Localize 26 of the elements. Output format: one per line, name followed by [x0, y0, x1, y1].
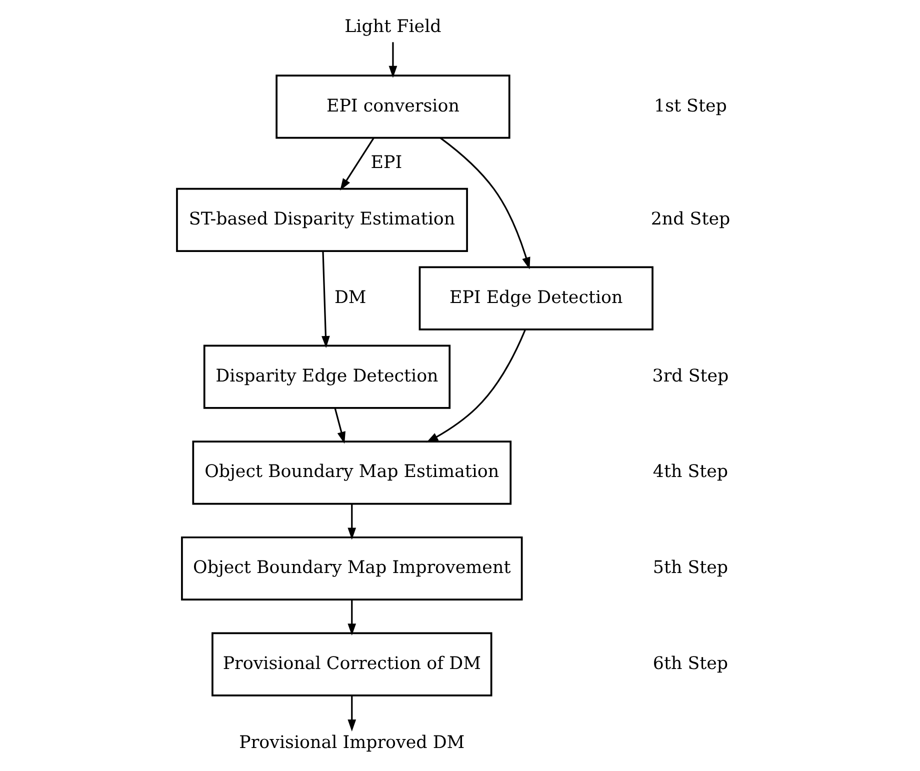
node-box: Provisional Correction of DM — [211, 632, 492, 696]
arrow — [388, 42, 397, 78]
label: 4th Step — [652, 462, 728, 482]
node-box: EPI Edge Detection — [418, 266, 653, 330]
label: 2nd Step — [650, 210, 730, 230]
edge-label: DM — [334, 288, 366, 308]
arrow — [347, 504, 356, 540]
arrow — [347, 600, 356, 636]
arrow — [340, 138, 374, 191]
label: 3rd Step — [652, 366, 728, 386]
arrow — [334, 408, 345, 444]
node-text: Provisional Improved DM — [238, 733, 464, 754]
node-box: Disparity Edge Detection — [202, 344, 450, 409]
node-text: Light Field — [344, 17, 441, 38]
label: 6th Step — [652, 654, 728, 674]
arrow — [347, 696, 356, 732]
arrow — [439, 137, 530, 270]
edge-label: EPI — [370, 152, 402, 173]
label: 5th Step — [652, 558, 728, 578]
arrow — [426, 330, 526, 443]
arrow — [321, 251, 330, 348]
node-box: Object Boundary Map Improvement — [180, 536, 522, 601]
node-box: EPI conversion — [275, 74, 510, 139]
node-box: ST-based Disparity Estimation — [176, 188, 468, 252]
node-box: Object Boundary Map Estimation — [192, 440, 512, 505]
label: 1st Step — [654, 96, 726, 116]
